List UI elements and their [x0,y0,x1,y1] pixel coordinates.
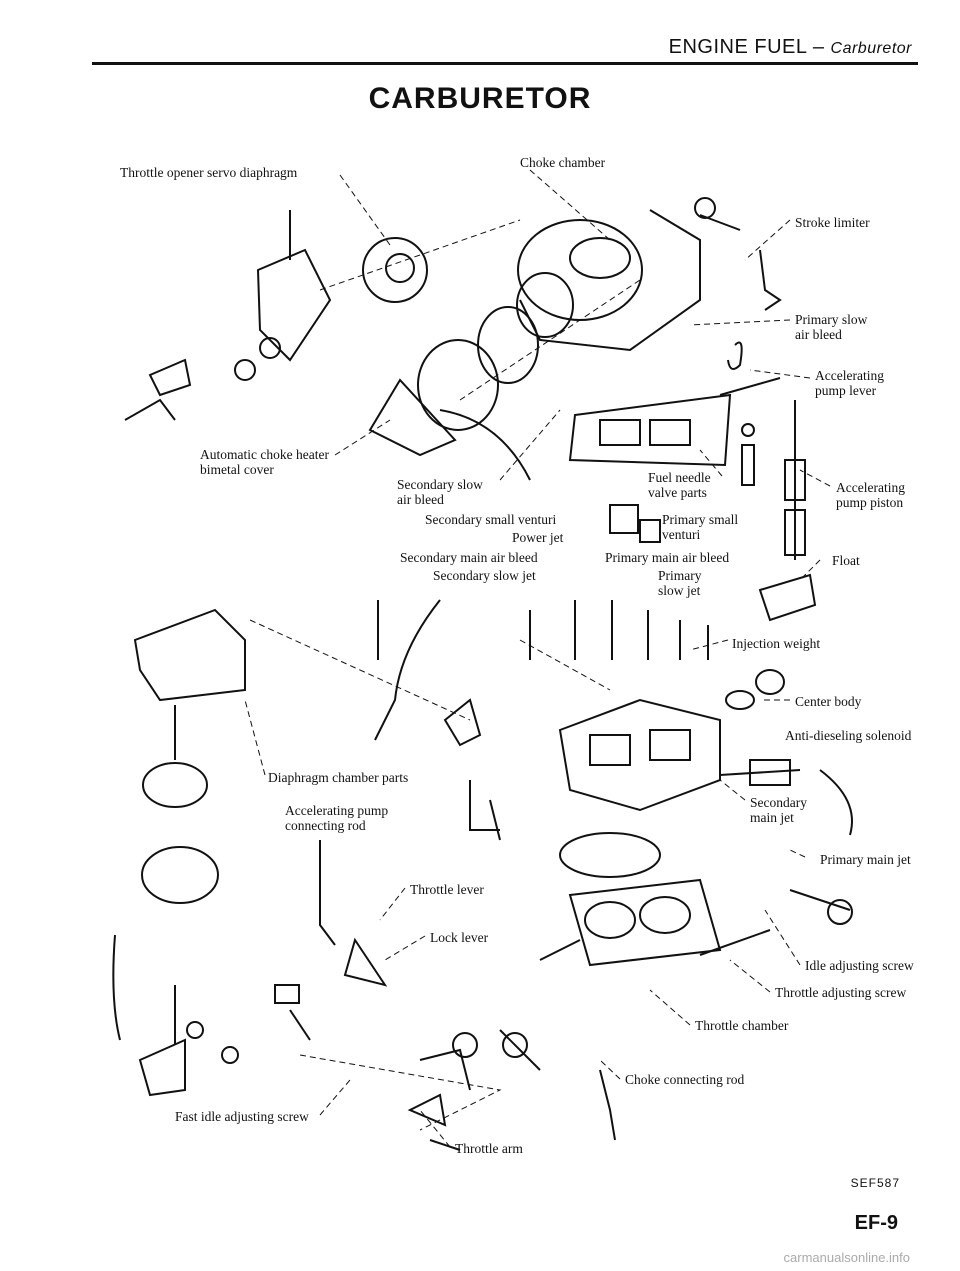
label-anti-dieseling: Anti-dieseling solenoid [785,728,912,743]
linkage-levers [112,780,616,1151]
label-accelerating-pump-piston: Accelerating pump piston [836,480,905,510]
label-accelerating-pump-lever: Accelerating pump lever [815,368,884,398]
label-secondary-main-jet: Secondary main jet [750,795,807,825]
choke-chamber-body [368,197,782,481]
label-fuel-needle-valve: Fuel needle valve parts [648,470,711,500]
header-rule [92,62,918,65]
figure-code: SEF587 [850,1176,900,1190]
label-secondary-slow-air-bleed: Secondary slow air bleed [397,477,483,507]
page-number: EF-9 [854,1212,898,1234]
label-primary-slow-jet: Primary slow jet [658,568,702,598]
center-body [558,698,853,836]
label-primary-slow-air-bleed: Primary slow air bleed [795,312,868,342]
label-throttle-lever: Throttle lever [410,882,484,897]
label-secondary-slow-jet: Secondary slow jet [433,568,536,583]
label-primary-main-air-bleed: Primary main air bleed [605,550,730,565]
label-diaphragm-chamber: Diaphragm chamber parts [268,770,409,785]
label-throttle-arm: Throttle arm [455,1141,523,1156]
page-title: CARBURETOR [368,82,592,115]
label-secondary-small-venturi: Secondary small venturi [425,512,557,527]
label-primary-main-jet: Primary main jet [820,852,911,867]
label-fast-idle-screw: Fast idle adjusting screw [175,1109,309,1124]
watermark: carmanualsonline.info [783,1250,910,1265]
label-center-body: Center body [795,694,862,709]
label-power-jet: Power jet [512,530,564,545]
label-throttle-adjusting-screw: Throttle adjusting screw [775,985,907,1000]
jets-venturis [529,504,785,710]
label-choke-chamber: Choke chamber [520,155,606,170]
label-throttle-opener: Throttle opener servo diaphragm [120,165,298,180]
diaphragm-chamber [133,599,482,904]
label-accel-pump-rod: Accelerating pump connecting rod [285,803,389,833]
label-primary-small-venturi: Primary small venturi [662,512,739,542]
label-auto-choke-heater: Automatic choke heater bimetal cover [200,447,329,477]
label-secondary-main-air-bleed: Secondary main air bleed [400,550,538,565]
label-idle-adjusting-screw: Idle adjusting screw [805,958,914,973]
label-stroke-limiter: Stroke limiter [795,215,870,230]
label-lock-lever: Lock lever [430,930,489,945]
section-header: ENGINE FUEL – Carburetor [668,36,912,58]
label-throttle-chamber: Throttle chamber [695,1018,789,1033]
label-choke-connecting-rod: Choke connecting rod [625,1072,745,1087]
throttle-chamber [539,832,853,967]
label-injection-weight: Injection weight [732,636,821,651]
throttle-opener-servo [124,210,428,421]
pump-piston-float [741,400,817,622]
label-float: Float [832,553,860,568]
leader-lines [244,169,831,1148]
